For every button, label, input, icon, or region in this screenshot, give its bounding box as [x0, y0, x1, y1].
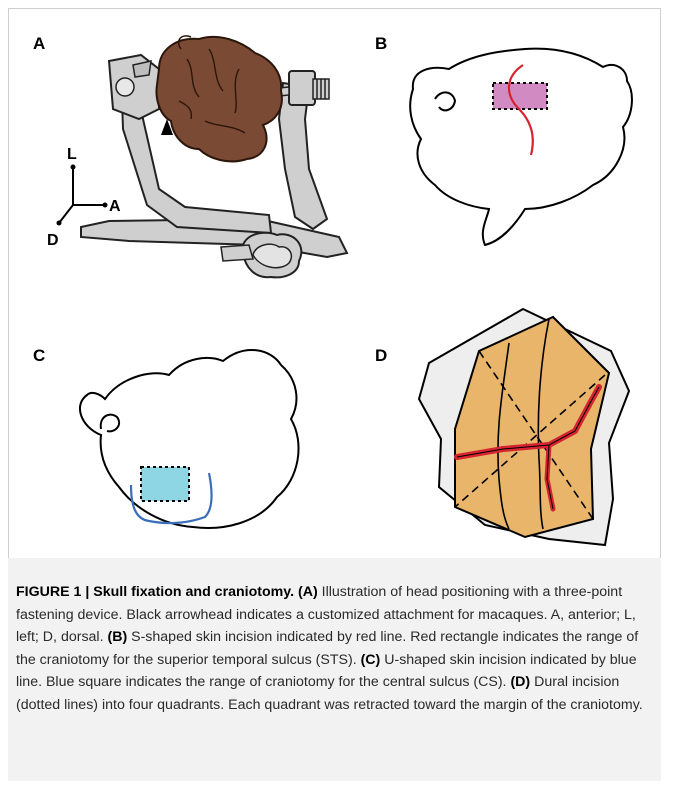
panel-d: D [375, 309, 629, 545]
sts-craniotomy-rect [493, 83, 547, 109]
caption-tag-d: (D) [510, 674, 530, 690]
panel-c-label: C [33, 346, 45, 365]
caption-figure-title: FIGURE 1 | Skull fixation and craniotomy… [16, 584, 294, 600]
panel-a-label: A [33, 34, 45, 53]
panel-b-label: B [375, 34, 387, 53]
panel-a: A [33, 34, 347, 277]
figure-caption: FIGURE 1 | Skull fixation and craniotomy… [16, 581, 656, 717]
axis-label-left: L [67, 146, 77, 163]
figure: A [8, 8, 661, 781]
right-screw-thread [313, 79, 329, 99]
left-clamp-hole [116, 78, 134, 96]
panel-c: C [33, 346, 299, 528]
cs-craniotomy-square [141, 467, 189, 501]
axis-label-anterior: A [109, 198, 121, 215]
lower-knob-shaft [221, 245, 253, 261]
panel-b: B [375, 34, 632, 245]
brain-illustration [157, 37, 282, 161]
axis-label-dorsal: D [47, 232, 59, 249]
panel-d-label: D [375, 346, 387, 365]
figure-svg: A [9, 9, 662, 559]
panel-c-head-outline [80, 350, 299, 528]
caption-tag-a: (A) [298, 584, 318, 600]
panel-b-head-outline [410, 49, 632, 245]
figure-artwork: A [8, 8, 661, 558]
right-screw-block [289, 71, 315, 105]
caption-tag-c: (C) [361, 652, 381, 668]
caption-tag-b: (B) [107, 629, 127, 645]
